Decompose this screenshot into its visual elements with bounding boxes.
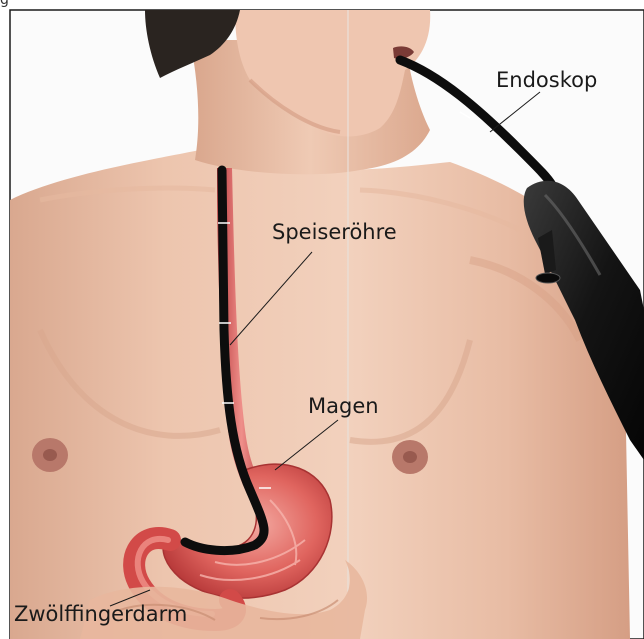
label-speiseroehre: Speiseröhre — [272, 222, 397, 243]
label-endoskop: Endoskop — [496, 70, 597, 91]
nipple-right-center — [403, 451, 417, 463]
label-magen: Magen — [308, 396, 379, 417]
nipple-left-center — [43, 449, 57, 461]
corner-text: g — [0, 0, 9, 8]
label-zwoelffingerdarm: Zwölffingerdarm — [14, 604, 187, 625]
endoscope-valve-cap — [536, 273, 560, 283]
